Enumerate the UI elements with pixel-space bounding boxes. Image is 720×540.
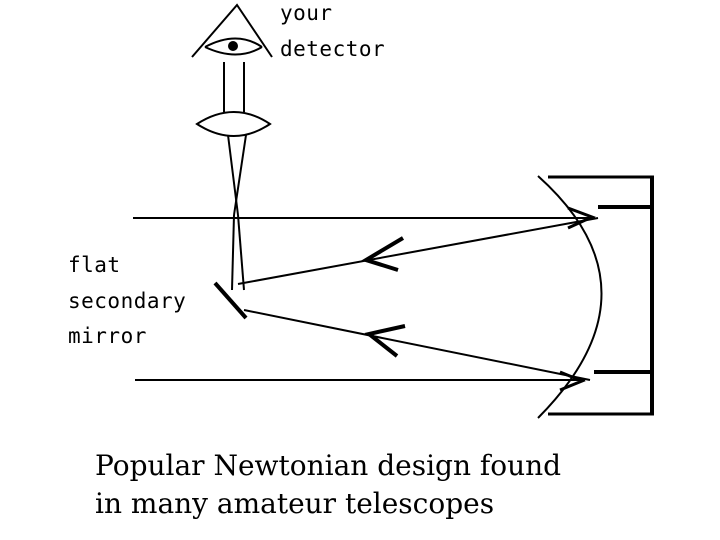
eyepiece-lens bbox=[195, 111, 272, 137]
secondary-label-line3: mirror bbox=[68, 324, 147, 348]
detector-label-line1: your bbox=[280, 1, 333, 25]
caption-line2: in many amateur telescopes bbox=[95, 487, 495, 520]
detector-label-line2: detector bbox=[280, 37, 386, 61]
caption-line1: Popular Newtonian design found bbox=[95, 449, 562, 482]
secondary-label-line2: secondary bbox=[68, 289, 187, 313]
reflected-ray-arrowheads bbox=[361, 236, 406, 358]
secondary-label-line1: flat bbox=[68, 253, 121, 277]
telescope-tube bbox=[548, 175, 654, 416]
reflected-light-rays bbox=[237, 217, 599, 381]
eyepiece-beam bbox=[223, 62, 247, 291]
primary-mirror bbox=[537, 175, 603, 419]
secondary-mirror bbox=[213, 281, 248, 320]
eye-icon bbox=[191, 3, 273, 58]
incoming-light-rays bbox=[133, 217, 595, 381]
